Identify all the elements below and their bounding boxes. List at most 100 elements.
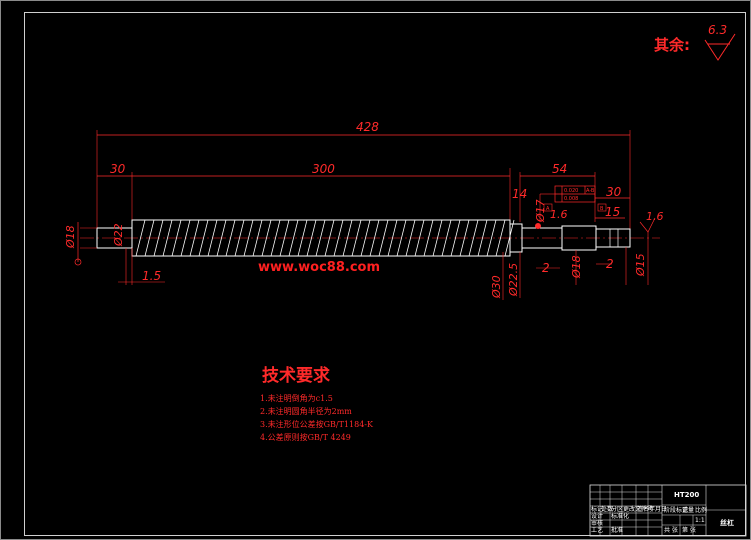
dim-30-right: 30: [606, 185, 622, 199]
thread-line: [144, 219, 155, 257]
thread-line: [135, 219, 146, 257]
thread-line: [378, 219, 389, 257]
dim-2-a: 2: [542, 261, 550, 275]
tb-cell-3: 更改文件号: [623, 505, 653, 513]
thread-line: [288, 219, 299, 257]
dim-overall: 428: [96, 120, 631, 230]
tech-note-3: 3.未注形位公差按GB/T1184-K: [260, 419, 374, 429]
dim-1-5: 1.5: [142, 269, 161, 283]
thread-line: [234, 219, 245, 257]
dim-dia-22-5: Ø22.5: [507, 263, 520, 297]
thread-line: [387, 219, 398, 257]
tech-req-title: 技术要求: [262, 365, 330, 386]
dim-dia-17: Ø17: [534, 199, 547, 223]
dim-1-6-right: 1.6: [646, 210, 664, 223]
thread-line: [342, 219, 353, 257]
surface-finish-symbol: 其余: 6.3: [654, 23, 736, 61]
tb-cell-6: 设计: [591, 512, 603, 520]
thread-line: [225, 219, 236, 257]
tb-cell-5: 年月日: [649, 505, 667, 513]
thread-line: [333, 219, 344, 257]
tech-note-2: 2.未注明圆角半径为2mm: [260, 406, 352, 416]
thread-line: [495, 219, 506, 257]
thread-line: [189, 219, 200, 257]
thread-line: [297, 219, 308, 257]
tb-cell-11: 阶段标记: [664, 506, 688, 514]
thread-line: [306, 219, 317, 257]
dim-bottom-right: Ø30 Ø22.5 2 Ø18 2 Ø15: [490, 247, 647, 300]
thread-line: [270, 219, 281, 257]
tb-cell-9: 工艺: [591, 526, 603, 534]
thread-line: [423, 219, 434, 257]
surface-finish-value: 6.3: [708, 23, 727, 37]
thread-line: [477, 219, 488, 257]
thread-line: [252, 219, 263, 257]
tb-cell-0: 标记: [591, 505, 603, 513]
thread-line: [396, 219, 407, 257]
datum-marker: [535, 223, 541, 229]
tech-note-1: 1.未注明倒角为c1.5: [260, 393, 333, 403]
thread-line: [459, 219, 470, 257]
thread-line: [153, 219, 164, 257]
surface-finish-label: 其余:: [654, 36, 690, 54]
thread-line: [468, 219, 479, 257]
roughness-symbol: [704, 33, 736, 61]
thread-line: [351, 219, 362, 257]
title-block: HT200 丝杠 标记 处数 分区 更改文件号 签名 年月日 设计 标准化 审核…: [589, 484, 747, 537]
thread-line: [486, 219, 497, 257]
thread-line: [171, 219, 182, 257]
thread-line: [207, 219, 218, 257]
tb-cell-2: 分区: [611, 505, 623, 513]
thread-line: [261, 219, 272, 257]
title-material: HT200: [674, 491, 699, 499]
technical-requirements: 技术要求 1.未注明倒角为c1.5 2.未注明圆角半径为2mm 3.未注形位公差…: [260, 365, 374, 442]
dim-428: 428: [356, 120, 379, 134]
dim-14: 14: [512, 187, 527, 201]
tolerance-row1-ref: A-B: [586, 188, 595, 194]
title-part: 丝杠: [720, 518, 734, 527]
tb-cell-13: 比例: [695, 506, 707, 514]
tb-cell-7: 标准化: [611, 512, 629, 520]
thread-line: [360, 219, 371, 257]
thread-line: [441, 219, 452, 257]
thread-line: [216, 219, 227, 257]
tolerance-row2: 0.008: [564, 196, 578, 202]
thread-line: [432, 219, 443, 257]
dim-30-left: 30: [110, 162, 126, 176]
dim-1-6-small: 1.6: [550, 208, 568, 221]
thread-line: [414, 219, 425, 257]
dim-dia-18-right: Ø18: [570, 255, 583, 279]
tolerance-row1: 0.020: [564, 188, 578, 194]
dim-dia-30: Ø30: [490, 275, 503, 299]
thread-line: [405, 219, 416, 257]
tb-cell-12: 重量: [682, 506, 694, 514]
dim-left-diameters: Ø18 Ø22 1.5: [64, 222, 165, 285]
thread-line: [504, 219, 515, 257]
dim-15: 15: [605, 205, 620, 219]
thread-line: [162, 219, 173, 257]
dim-right-details: 15 1.6 1.6: [550, 205, 664, 285]
tb-cell-8: 审核: [591, 519, 603, 527]
datum-a: A: [546, 206, 550, 212]
dim-dia-18-left: Ø18: [64, 225, 77, 249]
datum-b: B: [600, 206, 604, 212]
thread-line: [180, 219, 191, 257]
tb-cell-1: 处数: [601, 505, 613, 513]
thread-line: [243, 219, 254, 257]
thread-line: [369, 219, 380, 257]
tech-note-4: 4.公差原则按GB/T 4249: [260, 432, 351, 442]
thread-line: [315, 219, 326, 257]
dim-2-b: 2: [606, 257, 614, 271]
thread-line: [279, 219, 290, 257]
dim-dia-22: Ø22: [112, 223, 125, 247]
shaft-outline: [96, 219, 631, 257]
tb-cell-10: 批准: [611, 526, 623, 534]
dim-dia-15: Ø15: [634, 253, 647, 277]
tb-cell-15: 第 张: [682, 526, 696, 534]
dim-54: 54: [552, 162, 567, 176]
thread-line: [450, 219, 461, 257]
thread-helix: [135, 219, 515, 257]
tb-cell-16: 1:1: [695, 517, 705, 524]
dim-300: 300: [312, 162, 335, 176]
